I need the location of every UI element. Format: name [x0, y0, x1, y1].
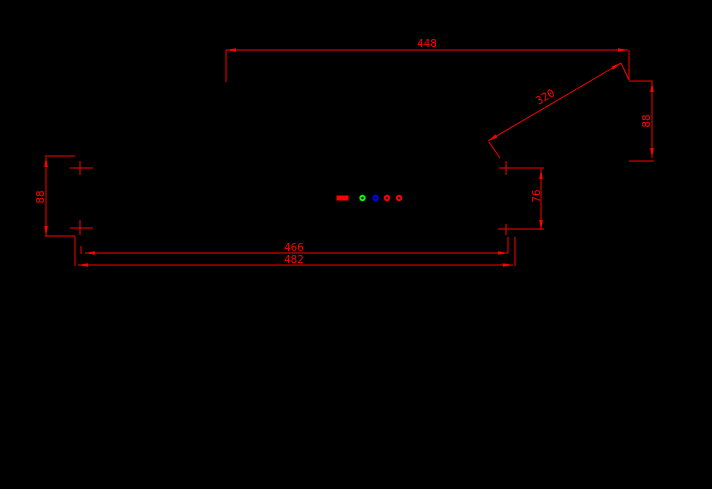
arrowhead-right [498, 251, 508, 255]
point-marker-red-icon [383, 194, 391, 202]
arrowhead-bottom [650, 148, 654, 158]
dimension-diagonal: 320 [487, 62, 630, 159]
arrowhead-right [503, 263, 513, 267]
dimension-top-width: 448 [225, 37, 630, 82]
dimension-text-448: 448 [417, 37, 437, 50]
arrowhead-top [650, 82, 654, 92]
solid-rect-marker [336, 195, 349, 201]
point-marker-blue-icon [372, 194, 379, 202]
arrowhead-left [85, 251, 95, 255]
dimension-text-right-88: 88 [640, 114, 653, 127]
arrowhead-bottom [44, 226, 48, 236]
arrowhead-right [618, 48, 628, 52]
arrowhead-top [44, 157, 48, 167]
point-marker-red-icon [395, 194, 403, 202]
extension-line [620, 62, 630, 81]
dimension-line [487, 62, 622, 142]
dimension-overall-width: 482 [78, 253, 513, 267]
dimension-inner-width: 466 [85, 241, 508, 255]
dimension-text-76: 76 [530, 189, 543, 202]
dimension-text-482: 482 [284, 253, 304, 266]
center-markers [336, 194, 403, 202]
arrowhead-bottom [539, 220, 543, 230]
dimension-left-height: 88 [34, 155, 93, 266]
dimension-text-466: 466 [284, 241, 304, 254]
dimension-text-left-88: 88 [34, 190, 47, 203]
point-marker-green-icon [359, 194, 366, 202]
dimension-right-height: 88 [629, 80, 654, 162]
extension-line [488, 141, 501, 159]
dimension-step-height: 76 [498, 161, 544, 266]
arrowhead-lower [488, 134, 498, 141]
arrowhead-top [539, 169, 543, 179]
arrowhead-left [226, 48, 236, 52]
arrowhead-upper [611, 63, 621, 70]
dimension-text-320: 320 [533, 86, 557, 107]
arrowhead-left [78, 263, 88, 267]
